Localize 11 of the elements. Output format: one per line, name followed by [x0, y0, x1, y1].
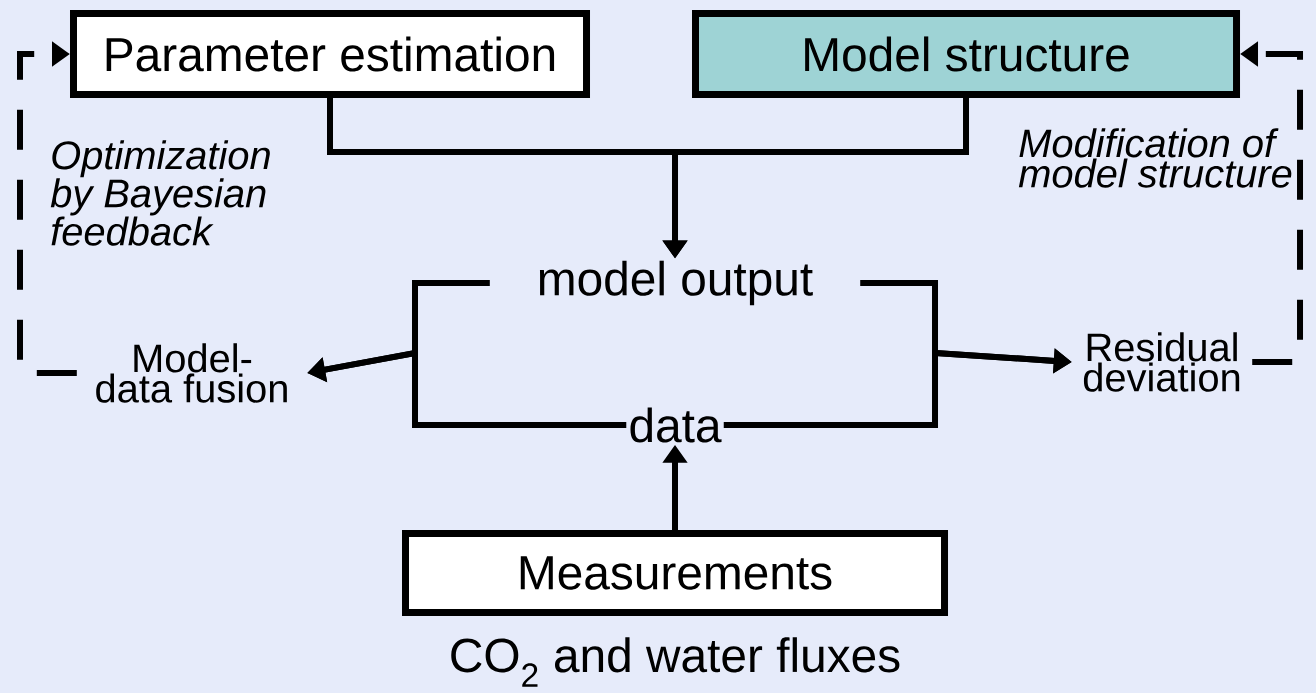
- dashed-arrow: [17, 41, 77, 376]
- process-box: Parameter estimation: [70, 10, 590, 98]
- edge-label: Optimization by Bayesian feedback: [50, 140, 270, 246]
- edge-label: Modification of model structure: [1018, 128, 1292, 188]
- data-label: data: [630, 407, 722, 443]
- process-box: Model structure: [692, 10, 1240, 98]
- box-caption: CO$_{2}$ and water fluxes: [451, 637, 900, 687]
- result-label: Residual deviation: [1083, 332, 1240, 392]
- output-label: model output: [539, 260, 813, 306]
- result-label: Model-data fusion: [96, 343, 287, 403]
- process-box: Measurements: [402, 530, 948, 616]
